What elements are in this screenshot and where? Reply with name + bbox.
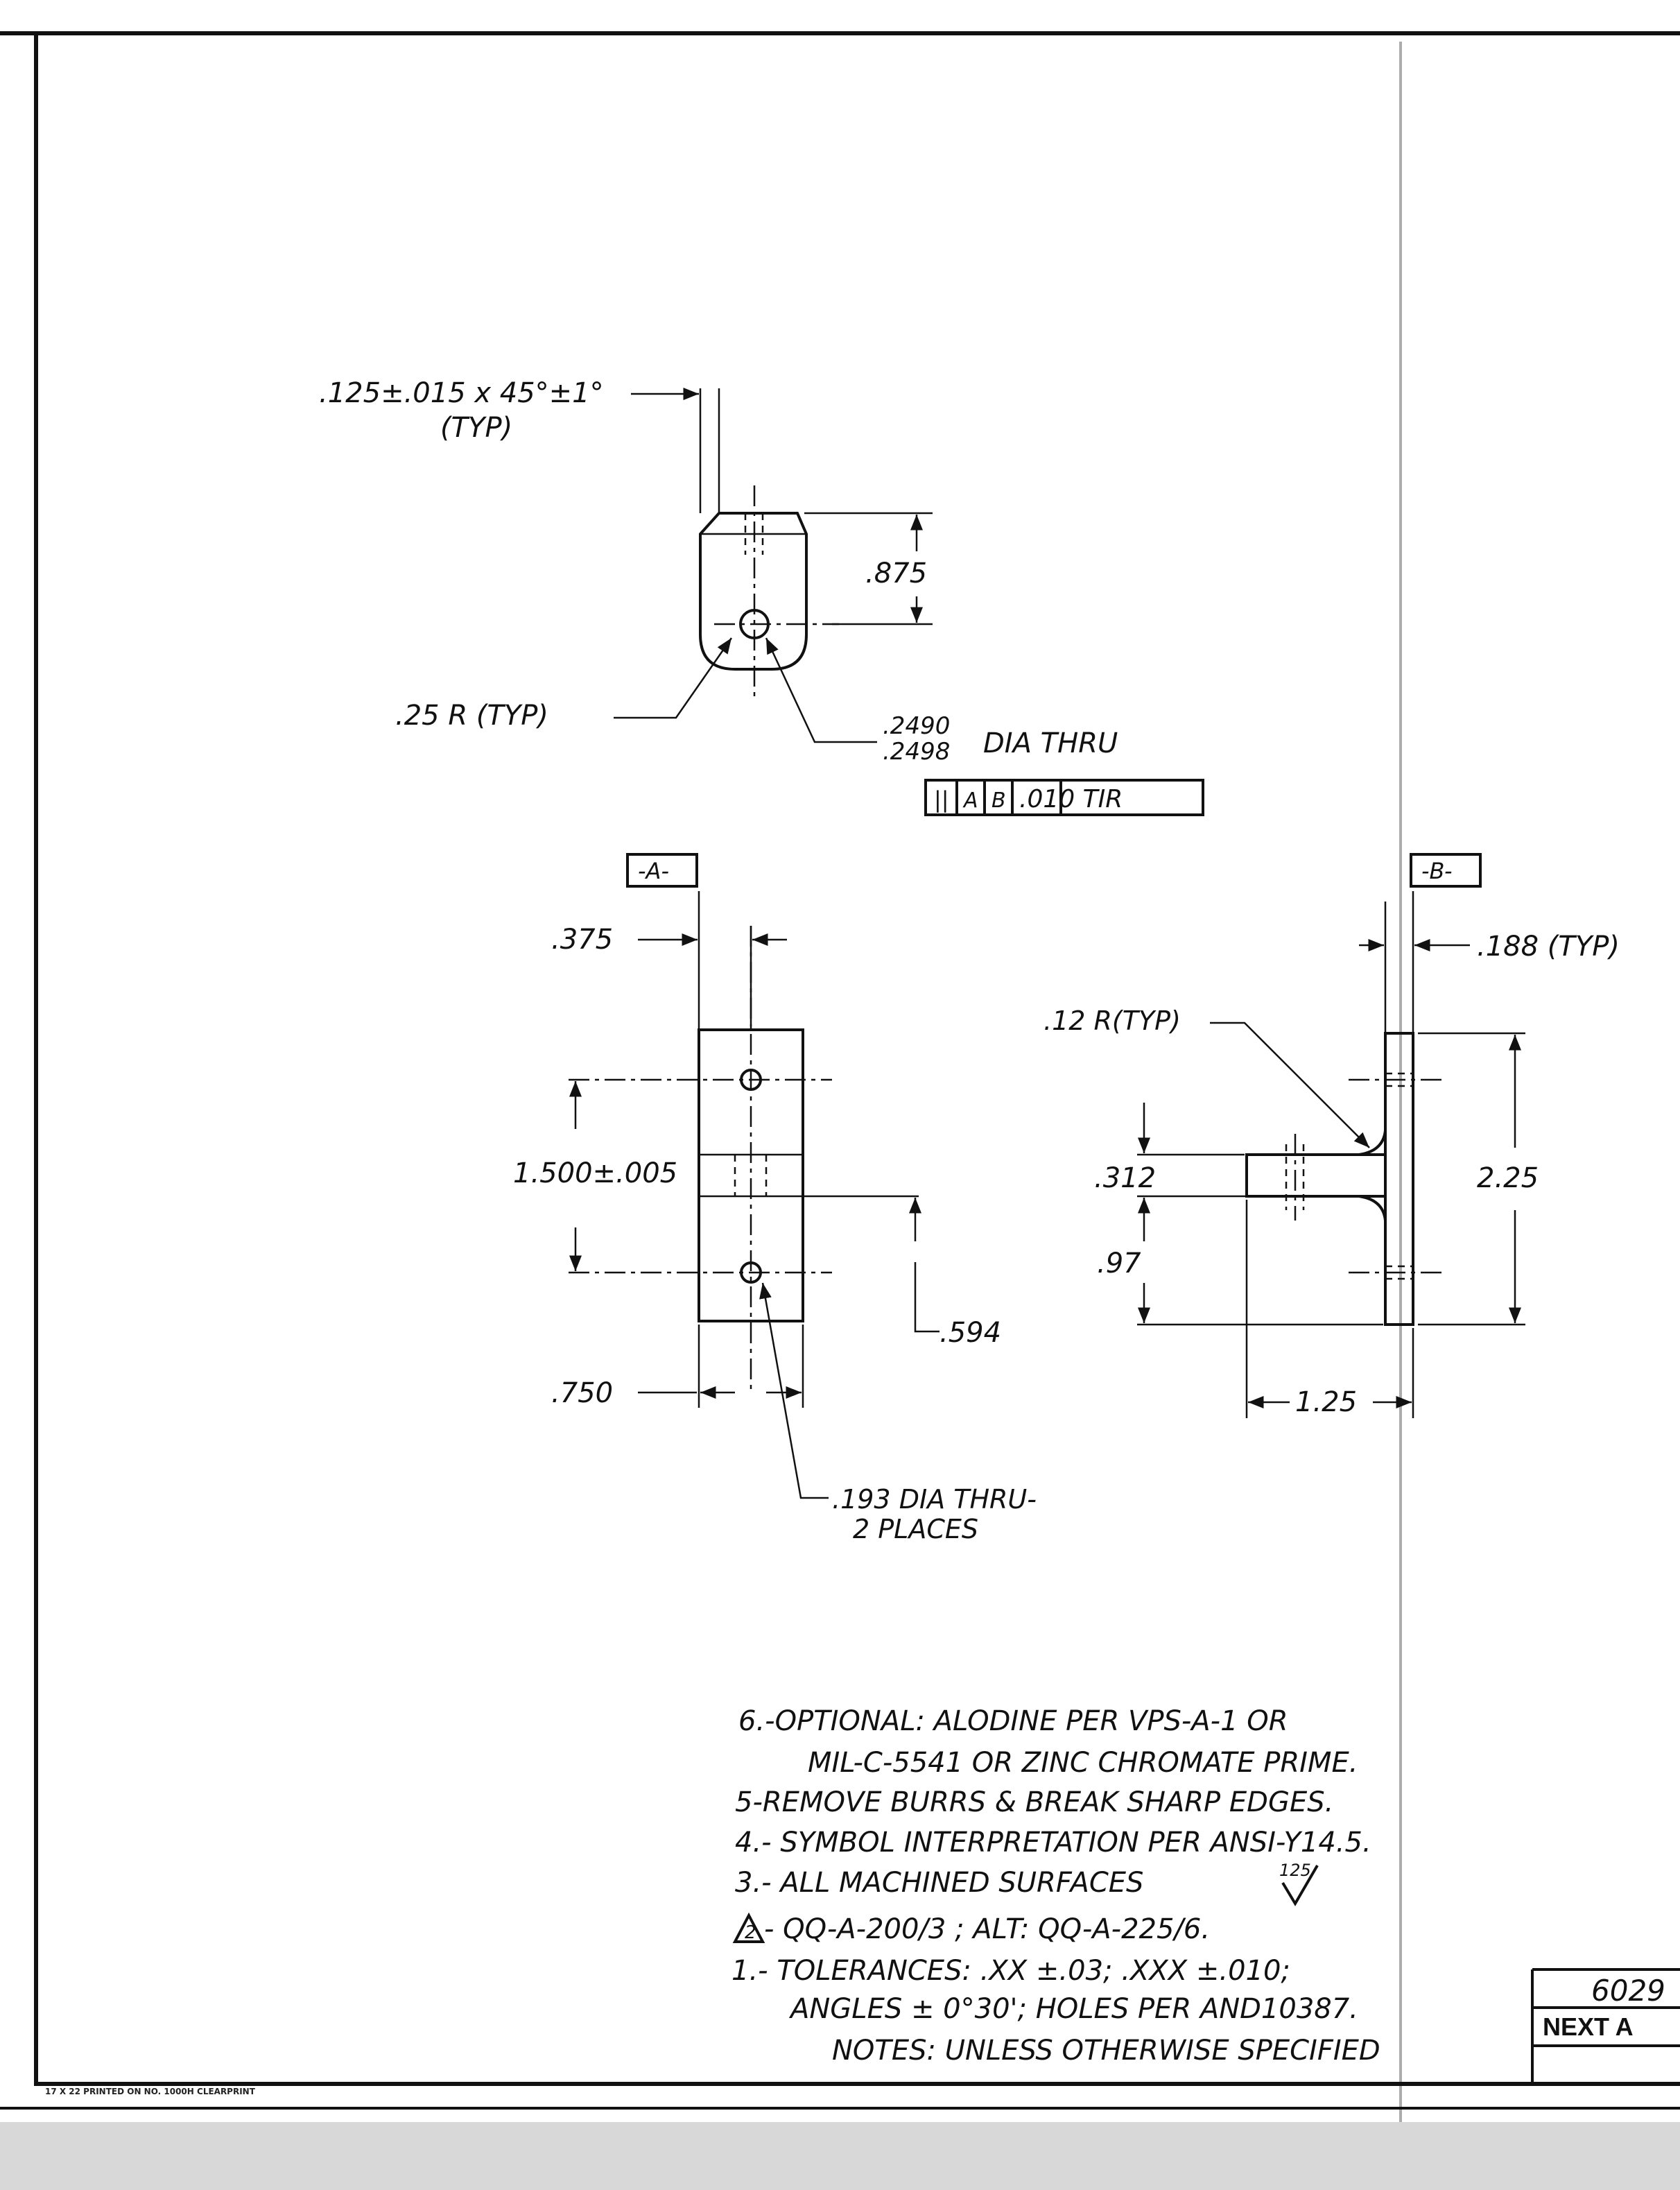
note-1-line-2: ANGLES ± 0°30'; HOLES PER AND10387. [788,1993,1358,2025]
front-view: -A- .375 1.500±.005 .594 .750 [513,853,1037,1544]
note-4: 4.- SYMBOL INTERPRETATION PER ANSI-Y14.5… [735,1827,1371,1859]
next-assembly-label: NEXT A [1543,2012,1634,2041]
notes-heading: NOTES: UNLESS OTHERWISE SPECIFIED [832,2035,1380,2067]
note-3-finish-value: 125 [1279,1861,1311,1880]
datum-b-label: -B- [1421,858,1452,884]
top-view: .125±.015 x 45°±1° (TYP) .875 .25 R (TYP… [319,377,1204,816]
side-height-dim: 2.25 [1477,1162,1539,1194]
side-fillet-dim: .12 R(TYP) [1043,1006,1181,1036]
top-view-outline [699,512,808,671]
fcf-datum-a: A [962,788,978,813]
title-block: 6029 NEXT A [1531,1968,1680,2084]
top-height-dim: .875 [865,558,927,589]
front-thickness-dim: .375 [551,924,613,956]
hole-dia-upper: .2490 [883,712,950,740]
feature-control-frame: || A B .010 TIR [924,779,1204,816]
hole-dia-suffix: DIA THRU [983,727,1118,759]
chamfer-typ: (TYP) [440,412,512,444]
datum-a-box [626,853,698,888]
chamfer-dim: .125±.015 x 45°±1° [319,377,604,409]
sheet-border [0,31,1680,2190]
fcf-tolerance: .010 TIR [1019,785,1123,813]
datum-a-label: -A- [638,858,669,884]
front-view-outline [698,1028,804,1322]
drawing-number: 6029 [1591,1974,1665,2008]
front-offset-dim: .594 [939,1317,1001,1349]
side-flange-pos-dim: .97 [1097,1248,1141,1279]
fcf-datum-b: B [991,788,1006,813]
surface-finish-icon [1281,1864,1319,1906]
note-2: - QQ-A-200/3 ; ALT: QQ-A-225/6. [764,1913,1210,1945]
front-width-dim: .750 [551,1377,613,1409]
front-hole-callout-1: .193 DIA THRU- [832,1484,1037,1515]
general-notes: 6.-OPTIONAL: ALODINE PER VPS-A-1 OR MIL-… [731,1705,1380,2067]
note-6-line-2: MIL-C-5541 OR ZINC CHROMATE PRIME. [808,1747,1358,1779]
hole-dia-lower: .2498 [883,738,950,766]
side-flange-thk-dim: .312 [1094,1162,1156,1194]
note-2-flag-number: 2 [745,1922,756,1943]
radius-dim: .25 R (TYP) [395,700,548,732]
side-view: -B- .188 (TYP) .12 R(TYP) 2.25 [1043,853,1620,1418]
side-vertical-leg [1384,1032,1414,1326]
front-hole-spacing-dim: 1.500±.005 [513,1157,677,1189]
front-hole-callout-2: 2 PLACES [853,1514,978,1544]
datum-b-box [1410,853,1482,888]
note-6-line-1: 6.-OPTIONAL: ALODINE PER VPS-A-1 OR [738,1705,1288,1737]
note-2-flag-icon [732,1912,765,1943]
side-thickness-dim: .188 (TYP) [1477,931,1620,963]
side-horizontal-flange [1245,1153,1385,1198]
fcf-parallelism-symbol: || [934,786,949,813]
margin-print: 17 X 22 PRINTED ON NO. 1000H CLEARPRINT [45,2087,256,2096]
side-length-dim: 1.25 [1295,1386,1357,1418]
note-5: 5-REMOVE BURRS & BREAK SHARP EDGES. [735,1786,1333,1818]
note-1-line-1: 1.- TOLERANCES: .XX ±.03; .XXX ±.010; [731,1955,1290,1987]
top-view-hole [739,609,770,639]
note-3: 3.- ALL MACHINED SURFACES [735,1867,1143,1899]
